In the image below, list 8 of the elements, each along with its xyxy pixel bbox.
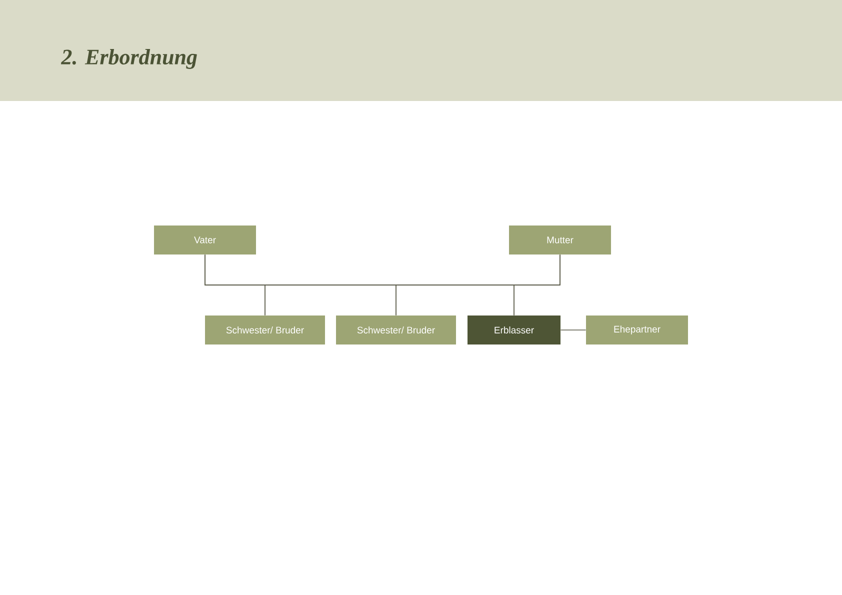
person-box: Mutter [509,226,611,254]
title: 2. Erbordnung [60,49,197,69]
connector-line [514,254,560,316]
person-box: Erblasser [468,316,560,344]
person-box: Ehepartner [586,316,688,344]
person-box: Vater [154,226,256,254]
person-box: Schwester/ Bruder [205,316,325,344]
person-box: Schwester/ Bruder [336,316,456,344]
